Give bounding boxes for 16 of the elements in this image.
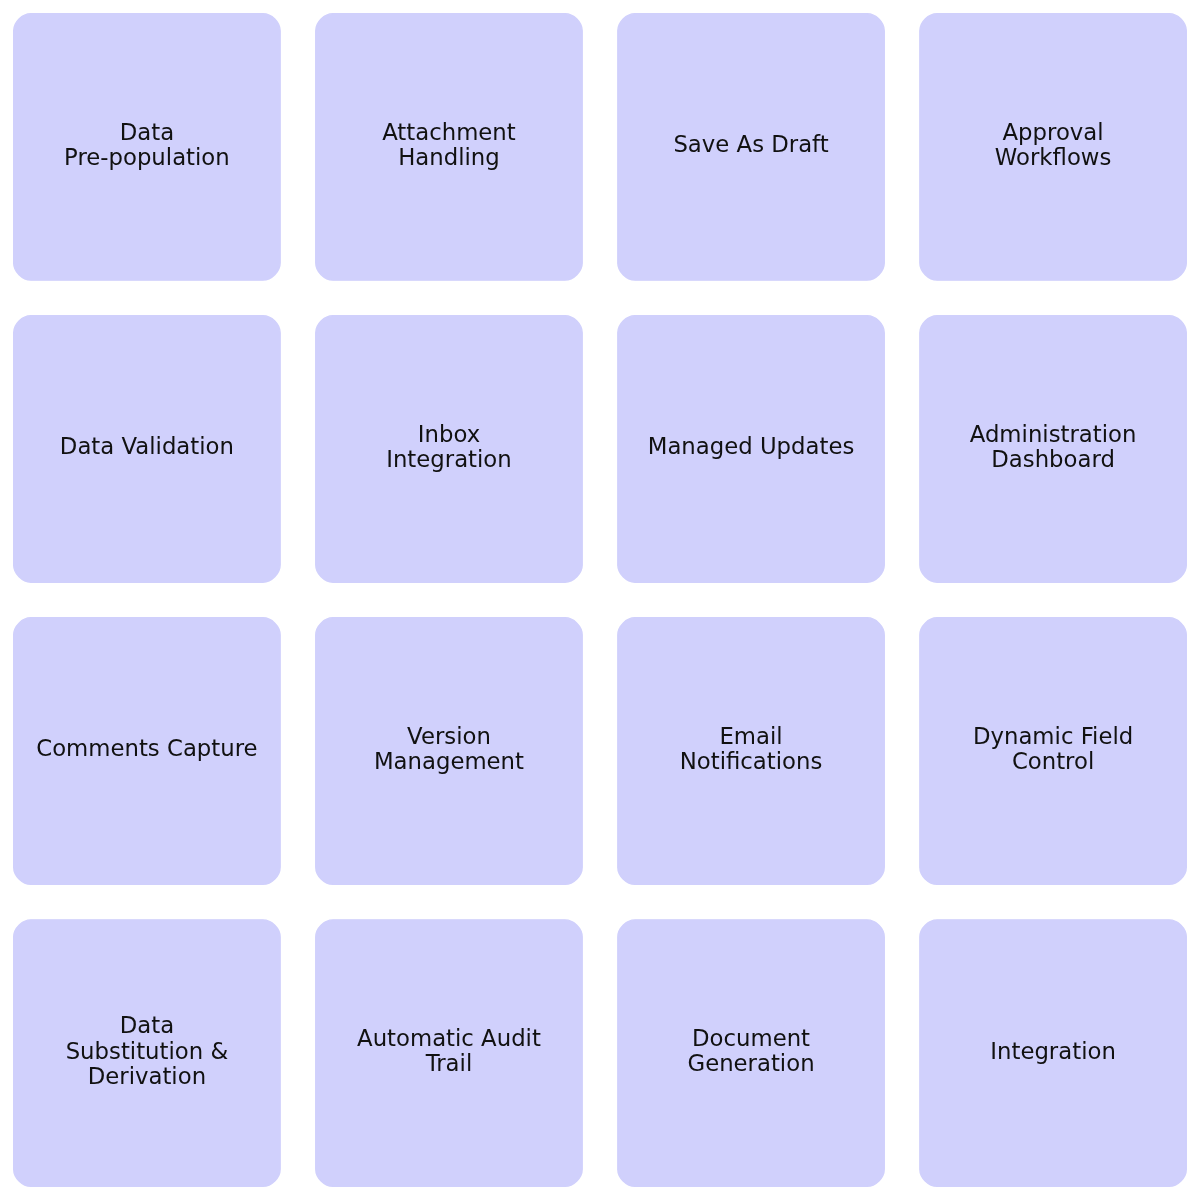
node-box: Version Management xyxy=(315,617,583,885)
node-box: Dynamic Field Control xyxy=(919,617,1187,885)
node-box: Data Validation xyxy=(13,315,281,583)
node-box: Data Substitution & Derivation xyxy=(13,919,281,1187)
node-box: Email Notifications xyxy=(617,617,885,885)
node-box: Approval Workflows xyxy=(919,13,1187,281)
node-box: Comments Capture xyxy=(13,617,281,885)
node-box: Managed Updates xyxy=(617,315,885,583)
node-box: Data Pre-population xyxy=(13,13,281,281)
node-box: Automatic Audit Trail xyxy=(315,919,583,1187)
node-box: Inbox Integration xyxy=(315,315,583,583)
node-box: Integration xyxy=(919,919,1187,1187)
node-box: Administration Dashboard xyxy=(919,315,1187,583)
node-box: Save As Draft xyxy=(617,13,885,281)
node-box: Attachment Handling xyxy=(315,13,583,281)
node-box: Document Generation xyxy=(617,919,885,1187)
